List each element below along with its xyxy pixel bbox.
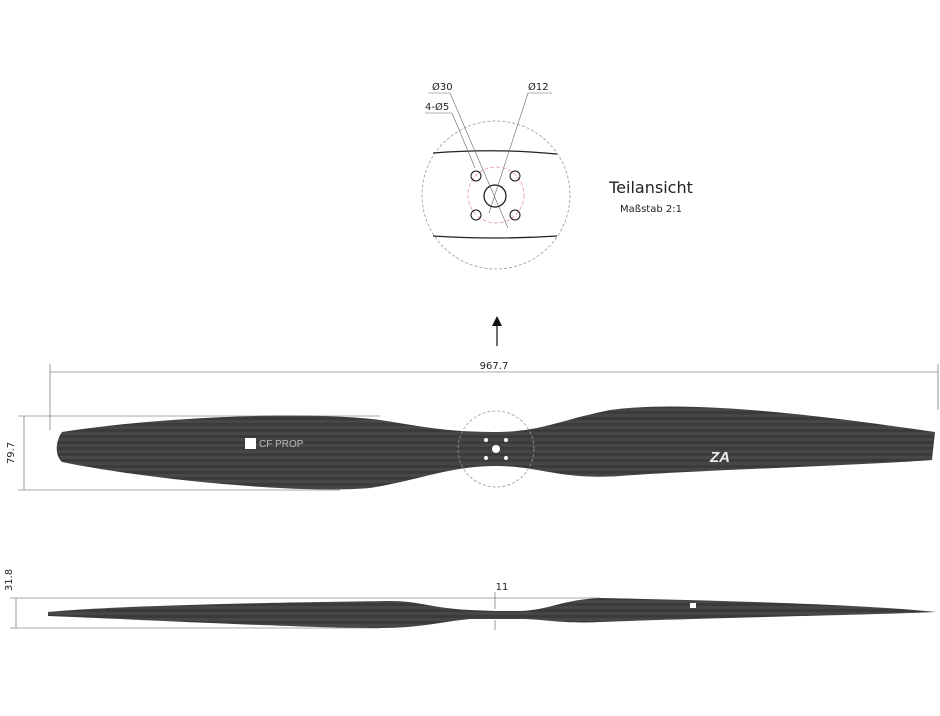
length-label: 967.7 (480, 361, 509, 372)
bolt-holes-label: 4-Ø5 (425, 101, 449, 113)
propeller-top-view: CF PROP ZA (56, 406, 935, 490)
center-hole-label: Ø12 (528, 81, 549, 93)
hub-thickness-label: 11 (496, 582, 509, 593)
view-arrow (492, 316, 502, 346)
brand-logo: CF PROP (259, 439, 304, 450)
outer-diameter-label: Ø30 (432, 81, 453, 93)
za-logo: ZA (709, 449, 730, 466)
detail-scale: Maßstab 2:1 (620, 204, 682, 215)
length-dimension: 967.7 (49, 361, 939, 430)
detail-title: Teilansicht (608, 178, 693, 197)
width-label: 79.7 (6, 442, 17, 464)
thickness-label: 31.8 (4, 569, 15, 591)
propeller-side-view: 31.8 11 (4, 569, 936, 630)
brand-logo-icon (245, 438, 256, 449)
detail-view: Ø30 4-Ø5 Ø12 Teilansicht Maßstab 2:1 (421, 81, 693, 270)
